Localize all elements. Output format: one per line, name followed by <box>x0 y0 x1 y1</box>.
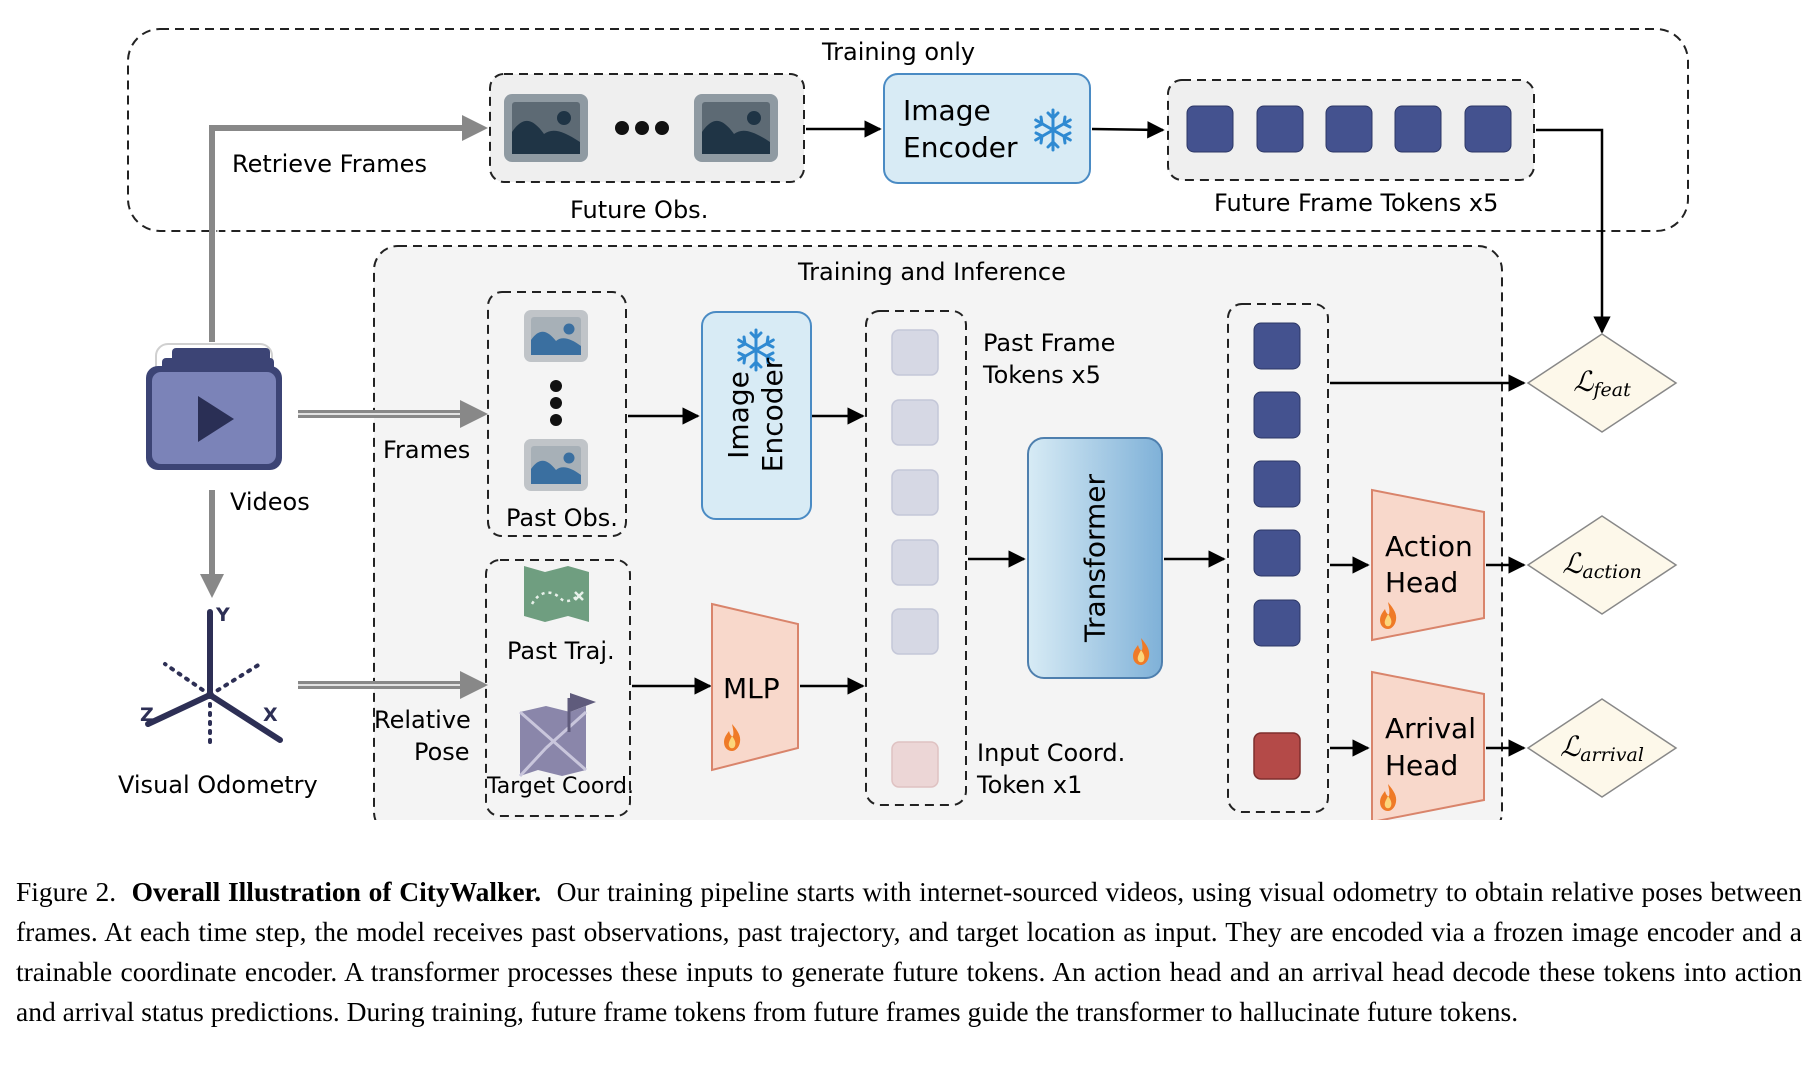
arrival-token <box>1253 732 1301 780</box>
target-coordinate-map-icon <box>518 693 596 778</box>
transformer-label: Transformer <box>1078 473 1112 643</box>
image-encoder-mid <box>701 311 812 520</box>
loss-arrival-diamond <box>1526 698 1678 798</box>
predicted-future-tokens <box>1253 322 1301 647</box>
visual-odometry-icon <box>140 604 288 753</box>
arrival-head-block <box>1371 670 1485 820</box>
videos-icon <box>146 343 282 470</box>
loss-arrival-label: ℒarrival <box>1560 730 1644 766</box>
ellipsis-icon <box>615 121 669 135</box>
past-obs-label: Past Obs. <box>506 504 618 532</box>
loss-feat-label: ℒfeat <box>1573 365 1631 401</box>
image-encoder-top-line1: Image <box>903 94 991 127</box>
diagram: Training only Training and Inference Ret… <box>118 28 1689 820</box>
axis-z-label: Z <box>140 704 154 726</box>
odometry-arrow <box>200 490 224 598</box>
videos-label: Videos <box>230 488 310 516</box>
loss-action-label: ℒaction <box>1562 547 1642 583</box>
figure-caption: Figure 2. Overall Illustration of CityWa… <box>16 872 1802 1032</box>
past-traj-label: Past Traj. <box>507 637 615 665</box>
transformer-block <box>1027 437 1163 679</box>
past-frame-tokens <box>891 329 939 655</box>
relative-pose-label-line1: Relative <box>374 706 471 734</box>
training-inference-group <box>373 245 1503 820</box>
training-inference-title: Training and Inference <box>798 258 1066 286</box>
input-coord-label-line1: Input Coord. <box>977 739 1126 767</box>
future-tokens-label: Future Frame Tokens x5 <box>1214 189 1499 217</box>
retrieve-frames-arrow <box>209 125 465 342</box>
retrieve-frames-label: Retrieve Frames <box>232 150 427 178</box>
vertical-ellipsis-icon <box>550 380 562 426</box>
arrival-head-label-line1: Arrival <box>1385 712 1476 745</box>
input-tokens-column <box>865 310 967 806</box>
past-frame-tokens-label-line2: Tokens x5 <box>983 361 1101 389</box>
past-frame-image-icon-1 <box>524 310 588 362</box>
training-only-group <box>127 28 1689 232</box>
loss-action-diamond <box>1526 515 1678 615</box>
output-tokens-column <box>1227 303 1329 813</box>
future-frame-image-icon-1 <box>504 94 588 162</box>
frames-label: Frames <box>383 436 471 464</box>
past-obs-box <box>487 291 627 537</box>
image-encoder-top <box>883 73 1091 184</box>
future-obs-label: Future Obs. <box>570 196 709 224</box>
caption-text: Our training pipeline starts with intern… <box>16 876 1802 1027</box>
action-head-label-line1: Action <box>1385 530 1473 563</box>
visual-odometry-label: Visual Odometry <box>118 771 318 799</box>
loss-feat-diamond <box>1526 333 1678 433</box>
past-trajectory-map-icon <box>524 566 589 622</box>
caption-title: Overall Illustration of CityWalker. <box>131 876 542 907</box>
training-only-title: Training only <box>822 38 976 66</box>
relative-pose-label-line2: Pose <box>414 738 470 766</box>
relative-pose-arrow <box>298 671 488 699</box>
target-coord-label: Target Coord. <box>487 774 634 799</box>
action-head-block <box>1371 488 1485 642</box>
image-encoder-mid-label: Image Encoder <box>722 357 789 473</box>
arrival-head-label-line2: Head <box>1385 749 1459 782</box>
axis-x-label: X <box>263 704 278 726</box>
past-frame-tokens-label-line1: Past Frame <box>983 329 1116 357</box>
input-coord-label-line2: Token x1 <box>977 771 1083 799</box>
future-frame-image-icon-2 <box>694 94 778 162</box>
future-frame-tokens <box>1186 105 1512 153</box>
mlp-label: MLP <box>723 672 780 705</box>
past-frame-image-icon-2 <box>524 439 588 491</box>
frames-arrow <box>298 400 488 428</box>
axis-y-label: Y <box>216 604 230 626</box>
image-encoder-top-line2: Encoder <box>903 131 1018 164</box>
action-head-label-line2: Head <box>1385 566 1459 599</box>
input-coord-token <box>891 741 939 788</box>
caption-figure-number: Figure 2. <box>16 876 117 907</box>
